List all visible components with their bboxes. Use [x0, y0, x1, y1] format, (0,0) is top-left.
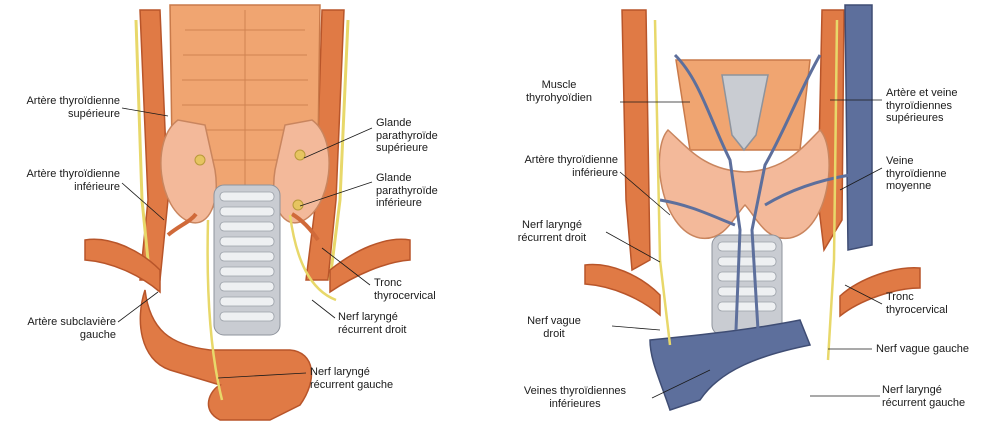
- label-line: parathyroïde: [376, 130, 438, 142]
- right-label-vagus-left: Nerf vague gauche: [876, 343, 969, 356]
- left-thyroid-right-lobe: [161, 120, 216, 223]
- label-line: récurrent gauche: [310, 379, 393, 391]
- left-anatomy-illustration: [0, 0, 492, 425]
- left-sup-parathyroid-right: [195, 155, 205, 165]
- left-sup-parathyroid-left: [295, 150, 305, 160]
- label-line: Artère thyroïdienne: [26, 95, 120, 107]
- left-inf-parathyroid-left: [293, 200, 303, 210]
- label-line: supérieures: [886, 112, 943, 124]
- label-line: thyrohyoïdien: [526, 92, 592, 104]
- label-line: Tronc: [886, 291, 914, 303]
- right-internal-jugular-vein: [845, 5, 872, 250]
- right-anatomy-illustration: [500, 0, 1008, 425]
- label-line: inférieure: [572, 167, 618, 179]
- label-line: thyrocervical: [374, 290, 436, 302]
- label-line: gauche: [80, 329, 116, 341]
- label-line: Nerf laryngé: [522, 219, 582, 231]
- label-line: Tronc: [374, 277, 402, 289]
- label-line: Artère subclavière: [27, 316, 116, 328]
- label-line: moyenne: [886, 180, 931, 192]
- right-subclavian-artery-right: [585, 265, 660, 315]
- label-line: récurrent droit: [518, 232, 586, 244]
- label-line: inférieure: [376, 197, 422, 209]
- label-line: Artère thyroïdienne: [26, 168, 120, 180]
- label-line: thyroïdiennes: [886, 100, 952, 112]
- right-brachiocephalic-veins: [650, 320, 810, 410]
- label-line: Artère thyroïdienne: [524, 154, 618, 166]
- label-line: inférieures: [549, 398, 600, 410]
- label-line: Glande: [376, 117, 411, 129]
- label-line: Nerf laryngé: [882, 384, 942, 396]
- right-right-carotid-artery: [622, 10, 650, 270]
- label-line: Glande: [376, 172, 411, 184]
- label-line: thyrocervical: [886, 304, 948, 316]
- label-line: inférieure: [74, 181, 120, 193]
- label-line: parathyroïde: [376, 185, 438, 197]
- label-line: Veine: [886, 155, 914, 167]
- right-left-carotid-artery: [818, 10, 844, 250]
- label-line: Nerf laryngé: [310, 366, 370, 378]
- label-line: droit: [543, 328, 564, 340]
- label-line: Muscle: [542, 79, 577, 91]
- label-line: Nerf vague: [527, 315, 581, 327]
- label-line: thyroïdienne: [886, 168, 947, 180]
- label-line: récurrent droit: [338, 324, 406, 336]
- label-line: Nerf laryngé: [338, 311, 398, 323]
- label-line: Artère et veine: [886, 87, 958, 99]
- label-line: supérieure: [376, 142, 428, 154]
- label-line: supérieure: [68, 108, 120, 120]
- label-line: Veines thyroïdiennes: [524, 385, 626, 397]
- label-line: récurrent gauche: [882, 397, 965, 409]
